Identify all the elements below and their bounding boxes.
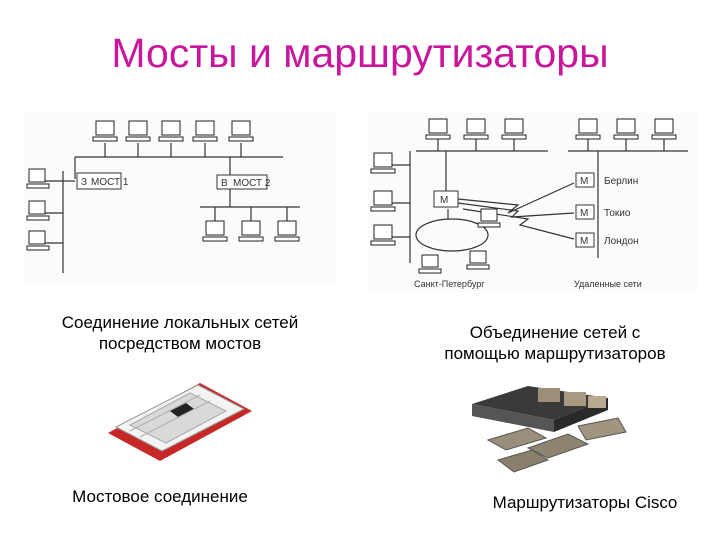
caption-routers: Объединение сетей с помощью маршрутизато…: [395, 322, 715, 364]
caption-bridges-line2: посредством мостов: [30, 333, 330, 354]
caption-routers-line1: Объединение сетей с: [395, 322, 715, 343]
city-label: Лондон: [604, 236, 639, 247]
bridge-1-tag: З: [81, 177, 87, 188]
caption-router-device: Маршрутизаторы Cisco: [460, 492, 710, 513]
caption-bridge-device: Мостовое соединение: [30, 486, 290, 507]
bridge-2-label: МОСТ 2: [233, 178, 271, 189]
slide-title: Мосты и маршрутизаторы: [0, 30, 720, 77]
city-label: Берлин: [604, 176, 638, 187]
router-remote-label: М: [580, 176, 588, 187]
bridge-device-image: [100, 375, 260, 465]
bridge-diagram: З МОСТ 1 В МОСТ 2: [25, 113, 335, 285]
router-diagram-svg: М М М М Берлин Токио Лондон Санкт-Петерб…: [368, 113, 698, 291]
city-label: Токио: [604, 208, 631, 219]
router-diagram: М М М М Берлин Токио Лондон Санкт-Петерб…: [368, 113, 698, 291]
router-remote-label: М: [580, 236, 588, 247]
cisco-routers-image: [468, 378, 628, 478]
caption-bridges-line1: Соединение локальных сетей: [30, 312, 330, 333]
router-local-label: М: [440, 195, 448, 206]
remote-networks-label: Удаленные сети: [574, 279, 642, 289]
bridge-1-label: МОСТ 1: [91, 177, 129, 188]
local-site-label: Санкт-Петербург: [414, 279, 485, 289]
caption-routers-line2: помощью маршрутизаторов: [395, 343, 715, 364]
bridge-diagram-svg: З МОСТ 1 В МОСТ 2: [25, 113, 335, 285]
caption-bridges: Соединение локальных сетей посредством м…: [30, 312, 330, 354]
router-remote-label: М: [580, 208, 588, 219]
bridge-2-tag: В: [221, 178, 228, 189]
